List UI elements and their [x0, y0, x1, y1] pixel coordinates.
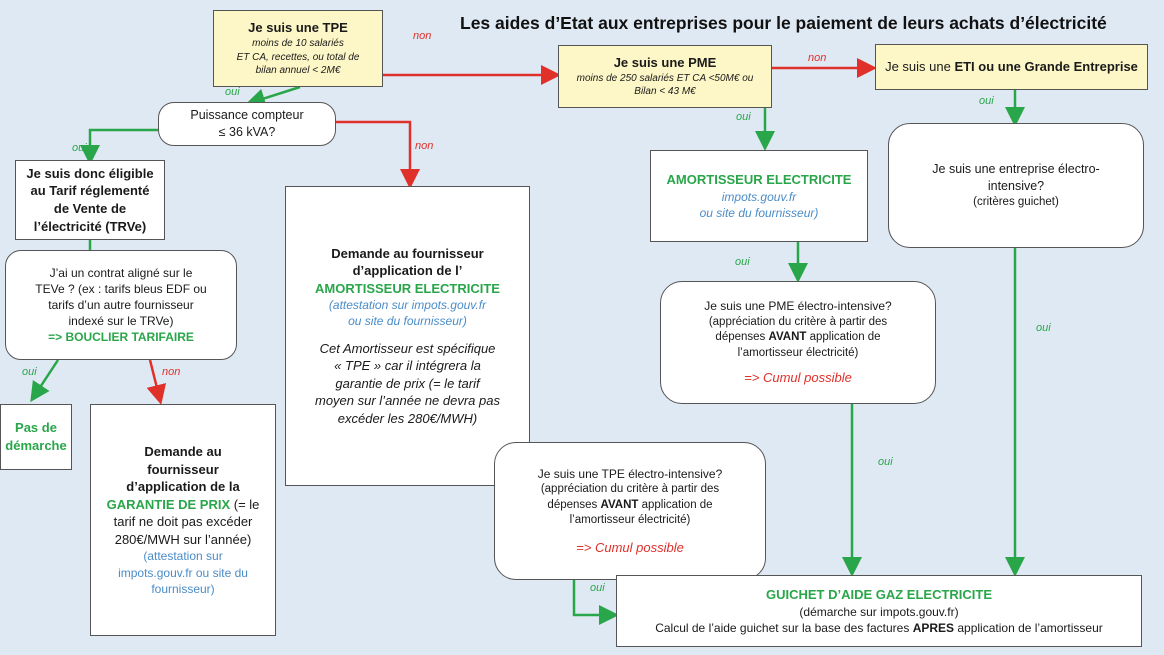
pas-line1: Pas de	[15, 420, 57, 436]
demande-body1: Cet Amortisseur est spécifique	[319, 340, 496, 356]
demande-line1: Demande au fournisseur	[331, 245, 484, 261]
garantie-box: Demande au fournisseur d’application de …	[90, 404, 276, 636]
pme-electro-line4: l’amortisseur électricité)	[737, 346, 859, 359]
demande-body5: excéder les 280€/MWH)	[337, 410, 478, 426]
tpe-sub1: moins de 10 salariés	[252, 38, 344, 50]
garantie-line3: d’application de la	[126, 479, 240, 495]
amortisseur-link2: ou site du fournisseur)	[699, 205, 819, 220]
garantie-link1: (attestation sur	[143, 549, 223, 564]
amortisseur-box: AMORTISSEUR ELECTRICITE impots.gouv.fr o…	[650, 150, 868, 242]
demande-highlight: AMORTISSEUR ELECTRICITE	[315, 280, 500, 296]
eligible-box: Je suis donc éligible au Tarif réglement…	[15, 160, 165, 240]
pme-box: Je suis une PME moins de 250 salariés ET…	[558, 45, 772, 108]
label-oui-amortisseur: oui	[735, 256, 750, 268]
contrat-result: => BOUCLIER TARIFAIRE	[48, 330, 194, 345]
pme-sub2: Bilan < 43 M€	[634, 86, 696, 98]
label-oui-puissance: oui	[72, 142, 87, 154]
pas-line2: démarche	[5, 438, 67, 453]
eligible-line2: au Tarif réglementé	[30, 183, 150, 199]
eti-electro-line1: Je suis une entreprise électro-	[932, 161, 1100, 176]
eti-electro-line2: intensive?	[987, 178, 1045, 193]
label-oui-tpeelectro: oui	[590, 582, 605, 594]
garantie-highlight-line: GARANTIE DE PRIX (= le	[106, 496, 260, 512]
arrow-contrat-to-garantie	[146, 359, 167, 405]
tpe-electro-line4: l’amortisseur électricité)	[569, 514, 691, 527]
puissance-box: Puissance compteur ≤ 36 kVA?	[158, 102, 336, 146]
garantie-line5: 280€/MWH sur l’année)	[114, 531, 252, 547]
guichet-line1: (démarche sur impots.gouv.fr)	[799, 604, 959, 619]
pme-electro-line2: (appréciation du critère à partir des	[708, 315, 888, 328]
tpe-electro-line3: dépenses AVANT application de	[547, 498, 713, 511]
label-oui-pmeelectro: oui	[878, 456, 893, 468]
tpe-box: Je suis une TPE moins de 10 salariés ET …	[213, 10, 383, 87]
demande-body4: moyen sur l’année ne devra pas	[314, 393, 500, 409]
pme-electro-box: Je suis une PME électro-intensive? (appr…	[660, 281, 936, 404]
demande-link1: (attestation sur impots.gouv.fr	[328, 298, 487, 313]
arrow-puissance-to-eligible	[80, 128, 158, 165]
tpe-electro-result: => Cumul possible	[576, 539, 684, 555]
pme-electro-line3: dépenses AVANT application de	[715, 331, 881, 344]
amortisseur-link1: impots.gouv.fr	[721, 189, 797, 204]
label-oui-tpe: oui	[225, 86, 240, 98]
demande-body3: garantie de prix (= le tarif	[335, 375, 480, 391]
demande-amortisseur-box: Demande au fournisseur d’application de …	[285, 186, 530, 486]
tpe-sub3: bilan annuel < 2M€	[255, 65, 341, 77]
label-oui-contrat: oui	[22, 366, 37, 378]
demande-body2: « TPE » car il intégrera la	[334, 358, 481, 374]
label-oui-etielectro: oui	[1036, 322, 1051, 334]
eti-electro-line3: (critères guichet)	[973, 195, 1059, 208]
garantie-line4: tarif ne doit pas excéder	[113, 514, 253, 530]
arrow-tpe-to-puissance	[245, 85, 301, 108]
label-non-contrat: non	[162, 366, 181, 378]
tpe-electro-line1: Je suis une TPE électro-intensive?	[537, 466, 723, 481]
arrow-puissance-to-demande	[336, 120, 420, 189]
pme-electro-result: => Cumul possible	[744, 370, 852, 386]
demande-line2: d’application de l’	[352, 263, 463, 279]
garantie-line1: Demande au	[144, 444, 222, 460]
guichet-line2: Calcul de l’aide guichet sur la base des…	[655, 620, 1103, 635]
amortisseur-title: AMORTISSEUR ELECTRICITE	[666, 172, 852, 188]
contrat-line3: tarifs d’un autre fournisseur	[48, 297, 194, 312]
guichet-title: GUICHET D’AIDE GAZ ELECTRICITE	[765, 587, 993, 603]
tpe-electro-line2: (appréciation du critère à partir des	[540, 483, 720, 496]
tpe-electro-box: Je suis une TPE électro-intensive? (appr…	[494, 442, 766, 580]
contrat-line2: TEVe ? (ex : tarifs bleus EDF ou	[35, 281, 207, 296]
eligible-line3: de Vente de	[53, 201, 127, 216]
label-non-puissance: non	[415, 140, 434, 152]
eti-text: Je suis une ETI ou une Grande Entreprise	[885, 59, 1138, 75]
puissance-line2: ≤ 36 kVA?	[218, 125, 276, 139]
label-oui-pme: oui	[736, 111, 751, 123]
demande-link2: ou site du fournisseur)	[348, 314, 467, 329]
pas-demarche-box: Pas de démarche	[0, 404, 72, 470]
pme-sub1: moins de 250 salariés ET CA <50M€ ou	[576, 72, 754, 84]
tpe-sub2: ET CA, recettes, ou total de	[236, 51, 360, 63]
eligible-line1: Je suis donc éligible	[26, 165, 154, 181]
label-non-tpe: non	[413, 30, 432, 42]
eti-electro-box: Je suis une entreprise électro- intensiv…	[888, 123, 1144, 248]
puissance-line1: Puissance compteur	[190, 108, 304, 123]
tpe-title: Je suis une TPE	[248, 20, 348, 36]
garantie-line2: fournisseur	[147, 461, 219, 477]
garantie-link2: impots.gouv.fr ou site du	[118, 565, 248, 580]
contrat-line4: indexé sur le TRVe)	[68, 314, 174, 329]
pme-title: Je suis une PME	[613, 55, 717, 71]
label-oui-eti: oui	[979, 95, 994, 107]
eti-box: Je suis une ETI ou une Grande Entreprise	[875, 44, 1148, 90]
label-non-pme: non	[808, 52, 827, 64]
contrat-box: J’ai un contrat aligné sur le TEVe ? (ex…	[5, 250, 237, 360]
arrow-tpeelectro-to-guichet	[572, 580, 619, 625]
arrow-contrat-to-pas	[30, 359, 60, 403]
guichet-box: GUICHET D’AIDE GAZ ELECTRICITE (démarche…	[616, 575, 1142, 647]
pme-electro-line1: Je suis une PME électro-intensive?	[704, 299, 892, 314]
page-title: Les aides d’Etat aux entreprises pour le…	[460, 13, 1107, 33]
eligible-line4: l’électricité (TRVe)	[33, 218, 147, 234]
garantie-link3: fournisseur)	[151, 581, 215, 596]
contrat-line1: J’ai un contrat aligné sur le	[49, 265, 193, 280]
